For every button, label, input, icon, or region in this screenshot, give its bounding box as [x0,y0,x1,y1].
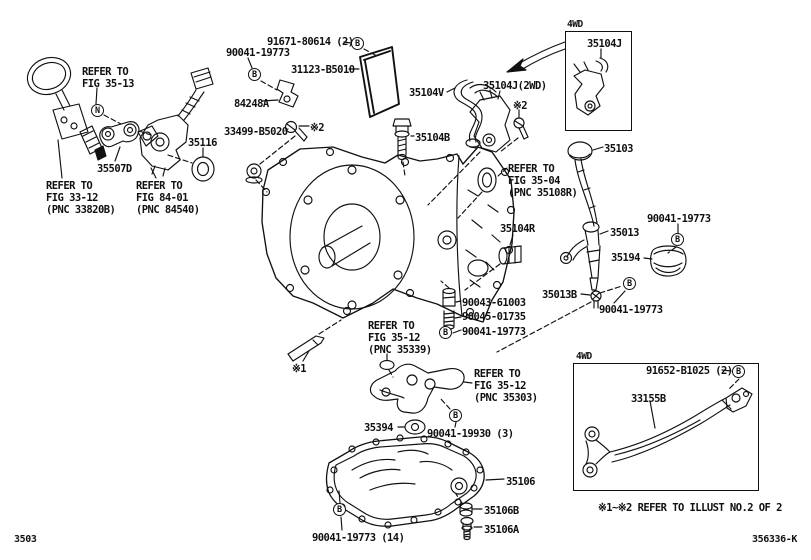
drain-plug-parts [459,502,474,541]
inset-pointer-arrow [506,41,566,73]
lever-35507d-part [99,121,140,148]
pin-remark1-part [287,335,325,362]
plate-31123-part [359,46,400,118]
neutral-switch-part [137,67,214,177]
hose-35104v-part [453,79,483,149]
plug-35104r-part [498,245,522,265]
inset1-bracket-part [573,57,609,116]
transaxle-housing [261,146,516,323]
speed-sensor-part [26,56,107,161]
clamp-84248a-part [276,79,299,108]
tube-35013-part [559,221,601,291]
seal-35116-part [191,156,215,182]
page-code: 3503 [14,534,37,545]
screw-33499-part [245,120,308,184]
oil-pan-part [325,434,485,529]
dashed-lines [103,48,740,504]
union-90043-part [442,287,456,330]
leader-lines [57,41,732,531]
dipstick-35103-part [567,141,598,227]
cap-35194-part [649,245,687,277]
screw-remark2-part [513,117,529,140]
bracket-35104j-2wd-part [469,83,511,153]
bolt-35013b-part [590,290,602,309]
strainer-group [369,359,465,435]
breather-35104b-part [392,118,412,161]
figure-code: 356336-K [752,534,797,545]
inset2-rod-part [582,387,753,478]
footnote-remarks: ※1~※2 REFER TO ILLUST NO.2 OF 2 [598,502,782,514]
